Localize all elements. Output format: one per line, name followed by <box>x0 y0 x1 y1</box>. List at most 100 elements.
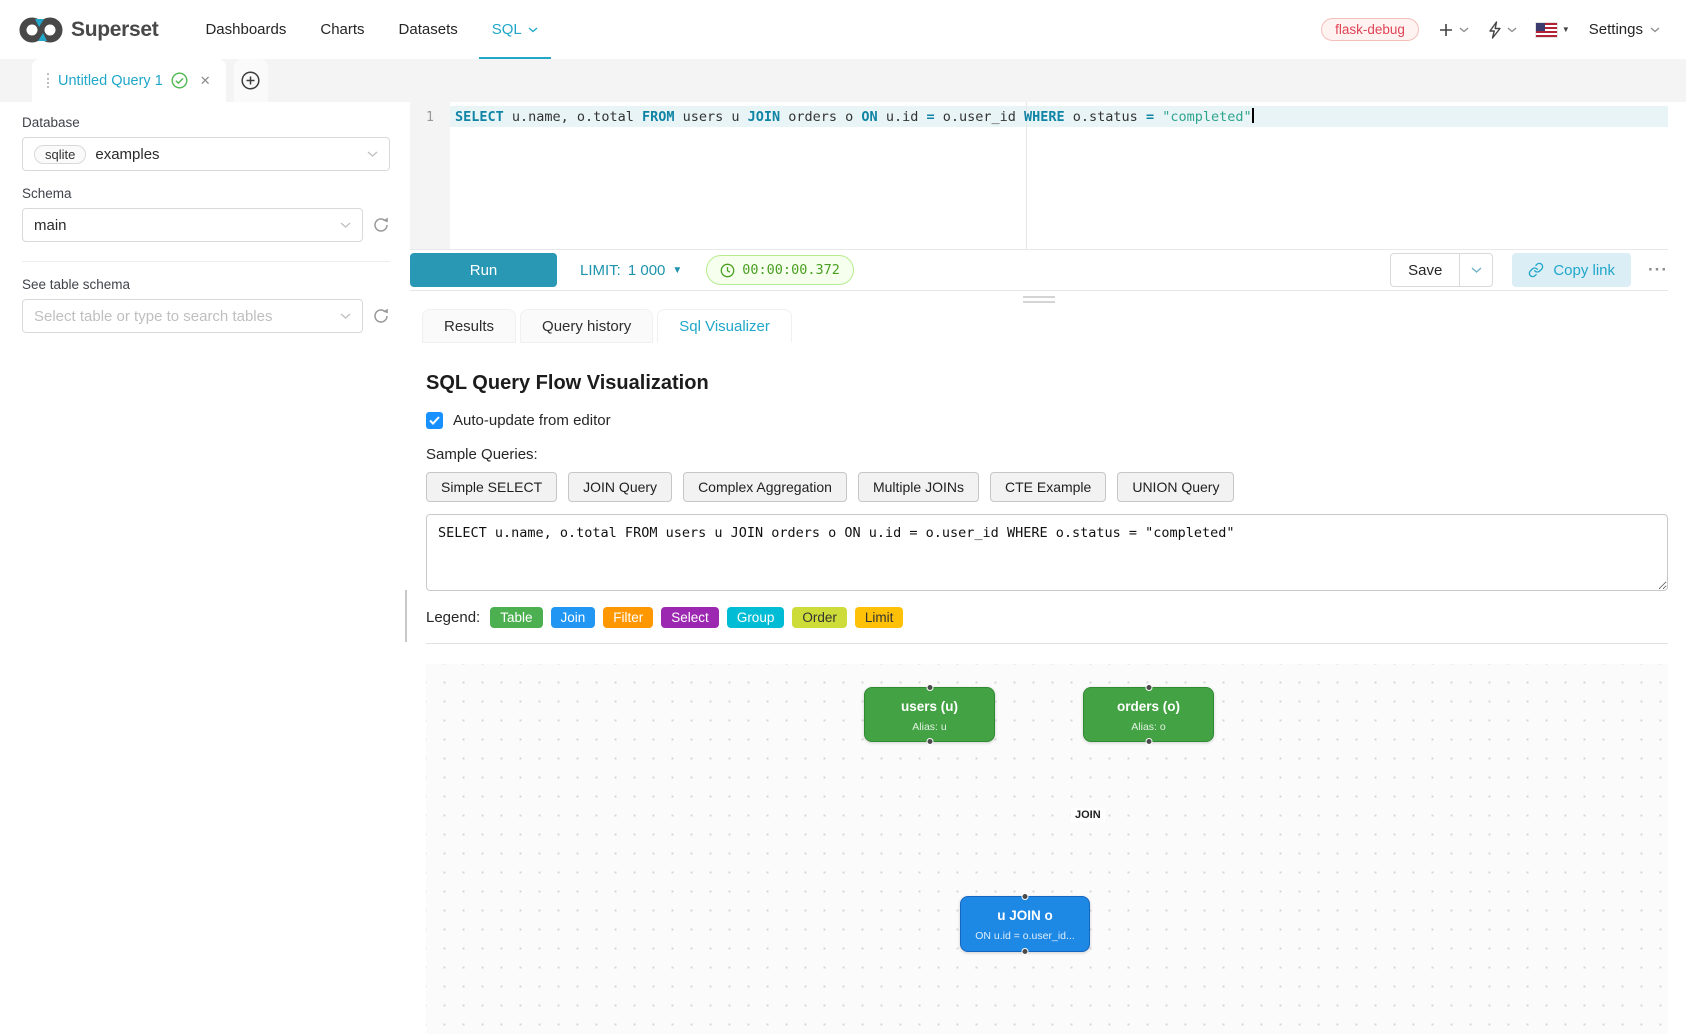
flow-node-orders[interactable]: orders (o) Alias: o <box>1083 684 1214 745</box>
flow-node-join[interactable]: u JOIN o ON u.id = o.user_id... <box>960 893 1090 955</box>
database-type-badge: sqlite <box>34 144 87 164</box>
schema-value: main <box>34 216 67 234</box>
checkbox-checked-icon[interactable] <box>426 412 443 429</box>
editor-code-area[interactable]: SELECT u.name, o.total FROM users u JOIN… <box>450 102 1668 249</box>
chevron-down-icon <box>528 27 538 32</box>
legend-filter: Filter <box>603 607 654 628</box>
refresh-schema-icon[interactable] <box>372 216 390 234</box>
add-query-tab-button[interactable] <box>233 59 268 102</box>
query-tab-untitled-1[interactable]: Untitled Query 1 ✕ <box>32 59 226 102</box>
refresh-tables-icon[interactable] <box>372 307 390 325</box>
legend-row: Legend: Table Join Filter Select Group O… <box>426 607 1668 628</box>
sample-simple-select-button[interactable]: Simple SELECT <box>426 472 558 502</box>
sql-visualizer-panel: SQL Query Flow Visualization Auto-update… <box>410 343 1668 1034</box>
chevron-down-icon <box>1507 27 1517 32</box>
results-tab-bar: Results Query history Sql Visualizer <box>422 309 1668 343</box>
node-handle[interactable] <box>1021 893 1029 900</box>
editor-gutter: 1 <box>410 102 450 249</box>
print-margin-line <box>1026 102 1027 249</box>
database-select[interactable]: sqlite examples <box>22 137 390 171</box>
us-flag-icon <box>1534 21 1558 38</box>
text-cursor <box>1251 108 1254 123</box>
auto-update-checkbox-row[interactable]: Auto-update from editor <box>426 412 1668 429</box>
copy-link-button[interactable]: Copy link <box>1512 253 1632 287</box>
superset-infinity-icon <box>19 17 63 42</box>
table-schema-label: See table schema <box>22 277 131 292</box>
database-value: examples <box>95 145 160 163</box>
plus-circle-icon <box>241 71 260 90</box>
node-handle[interactable] <box>926 738 933 745</box>
query-tab-strip: Untitled Query 1 ✕ <box>0 59 1686 102</box>
legend-table: Table <box>490 607 543 628</box>
node-handle[interactable] <box>1021 948 1029 955</box>
nav-charts[interactable]: Charts <box>320 21 365 38</box>
legend-group: Group <box>726 607 785 628</box>
chevron-down-icon <box>340 313 351 319</box>
new-item-menu[interactable] <box>1438 22 1469 38</box>
save-button[interactable]: Save <box>1390 253 1460 287</box>
sample-multiple-joins-button[interactable]: Multiple JOINs <box>857 472 979 502</box>
tab-results[interactable]: Results <box>422 309 517 343</box>
table-select[interactable]: Select table or type to search tables <box>22 299 363 333</box>
sql-code-line: SELECT u.name, o.total FROM users u JOIN… <box>455 108 1254 125</box>
main-nav: Dashboards Charts Datasets SQL <box>188 0 554 59</box>
chevron-down-icon <box>340 222 351 228</box>
caret-down-icon: ▼ <box>1561 25 1570 34</box>
language-picker[interactable]: ▼ <box>1534 21 1570 38</box>
legend-label: Legend: <box>426 609 481 626</box>
sample-cte-example-button[interactable]: CTE Example <box>989 472 1107 502</box>
panel-title: SQL Query Flow Visualization <box>426 372 709 394</box>
table-select-placeholder: Select table or type to search tables <box>34 307 273 325</box>
more-actions-button[interactable]: ··· <box>1648 260 1668 279</box>
tab-sql-visualizer[interactable]: Sql Visualizer <box>657 309 792 343</box>
drag-grip-icon[interactable] <box>47 73 50 88</box>
schema-select[interactable]: main <box>22 208 363 242</box>
sidebar-divider <box>22 261 390 262</box>
query-input-textarea[interactable]: SELECT u.name, o.total FROM users u JOIN… <box>426 514 1668 591</box>
clock-icon <box>720 263 735 277</box>
active-line-highlight <box>450 106 1668 127</box>
pane-drag-handle[interactable] <box>1023 296 1055 303</box>
sidebar-resizer-handle[interactable] <box>405 590 407 642</box>
chevron-down-icon <box>1471 266 1482 273</box>
limit-dropdown[interactable]: LIMIT: 1 000 ▼ <box>580 261 683 279</box>
node-handle[interactable] <box>1145 738 1152 745</box>
caret-down-icon: ▼ <box>672 264 683 276</box>
plus-icon <box>1439 23 1452 36</box>
legend-order: Order <box>792 607 847 628</box>
nav-sql[interactable]: SQL <box>475 0 555 59</box>
legend-limit: Limit <box>854 607 904 628</box>
superset-logo[interactable]: Superset <box>18 15 159 45</box>
close-tab-icon[interactable]: ✕ <box>199 72 211 88</box>
editor-toolbar: Run LIMIT: 1 000 ▼ 00:00:00.372 Save <box>410 250 1668 291</box>
sql-editor[interactable]: 1 SELECT u.name, o.total FROM users u JO… <box>410 102 1668 250</box>
legend-join: Join <box>550 607 596 628</box>
nav-datasets[interactable]: Datasets <box>398 21 458 38</box>
sqllab-sidebar: Database sqlite examples Schema main See… <box>0 102 402 1034</box>
nav-dashboards[interactable]: Dashboards <box>205 21 287 38</box>
sample-union-query-button[interactable]: UNION Query <box>1117 472 1235 502</box>
flow-node-users[interactable]: users (u) Alias: u <box>864 684 995 745</box>
run-button[interactable]: Run <box>410 253 557 287</box>
chevron-down-icon <box>367 151 378 157</box>
sidebar-resizer[interactable] <box>402 102 410 1034</box>
navbar-right: flask-debug ▼ Settings <box>1321 18 1660 41</box>
node-handle[interactable] <box>1145 684 1152 691</box>
lightning-bolt-icon <box>1489 20 1501 39</box>
chevron-down-icon <box>1459 27 1469 32</box>
query-search-menu[interactable] <box>1488 20 1517 39</box>
brand-name: Superset <box>71 17 159 41</box>
top-navbar: Superset Dashboards Charts Datasets SQL … <box>0 0 1686 59</box>
save-options-button[interactable] <box>1459 253 1494 287</box>
query-timer: 00:00:00.372 <box>706 255 854 285</box>
flow-edges <box>426 664 726 814</box>
sample-join-query-button[interactable]: JOIN Query <box>568 472 673 502</box>
flow-diagram-canvas[interactable]: JOIN users (u) Alias: u orders (o) Alias… <box>426 664 1668 1034</box>
node-handle[interactable] <box>926 684 933 691</box>
sample-query-buttons: Simple SELECT JOIN Query Complex Aggrega… <box>426 472 1668 502</box>
tab-query-history[interactable]: Query history <box>520 309 654 343</box>
sample-complex-aggregation-button[interactable]: Complex Aggregation <box>683 472 847 502</box>
settings-menu[interactable]: Settings <box>1589 21 1660 38</box>
environment-tag: flask-debug <box>1321 18 1419 41</box>
database-label: Database <box>22 115 80 130</box>
